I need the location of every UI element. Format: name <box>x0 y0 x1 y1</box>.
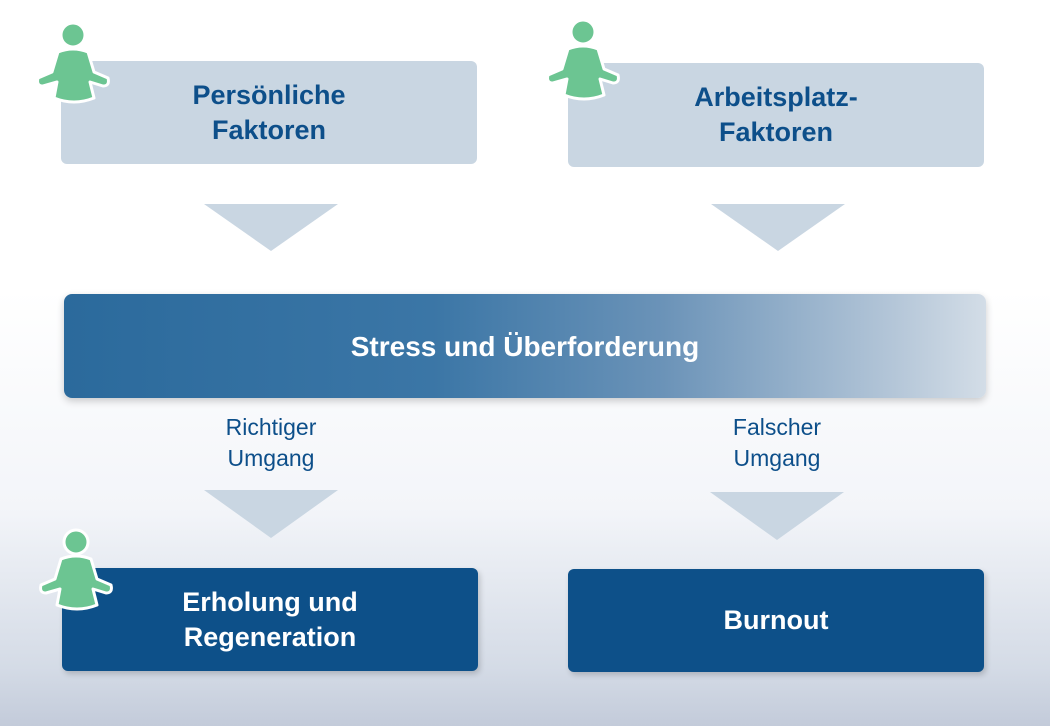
right-handling-label: Richtiger Umgang <box>225 414 317 471</box>
workplace-factors-box: Arbeitsplatz- Faktoren <box>568 63 984 167</box>
burnout-label: Burnout <box>723 605 829 635</box>
wrong-handling-label: Falscher Umgang <box>732 414 822 471</box>
arrow-down-right-bottom <box>710 492 844 540</box>
stress-label: Stress und Überforderung <box>350 330 700 362</box>
person-sitting-icon <box>546 18 620 101</box>
arrow-down-right-top <box>711 204 845 251</box>
person-sitting-icon <box>36 21 110 104</box>
workplace-factors-label: Arbeitsplatz- Faktoren <box>694 82 858 147</box>
person-sitting-icon <box>39 528 113 611</box>
personal-factors-box: Persönliche Faktoren <box>61 61 477 164</box>
recovery-box: Erholung und Regeneration <box>62 568 478 671</box>
arrow-down-left-bottom <box>204 490 338 538</box>
recovery-label: Erholung und Regeneration <box>182 586 358 652</box>
arrow-down-left-top <box>204 204 338 251</box>
burnout-box: Burnout <box>568 569 984 672</box>
stress-bar: Stress und Überforderung <box>64 294 986 398</box>
personal-factors-label: Persönliche Faktoren <box>192 79 346 145</box>
